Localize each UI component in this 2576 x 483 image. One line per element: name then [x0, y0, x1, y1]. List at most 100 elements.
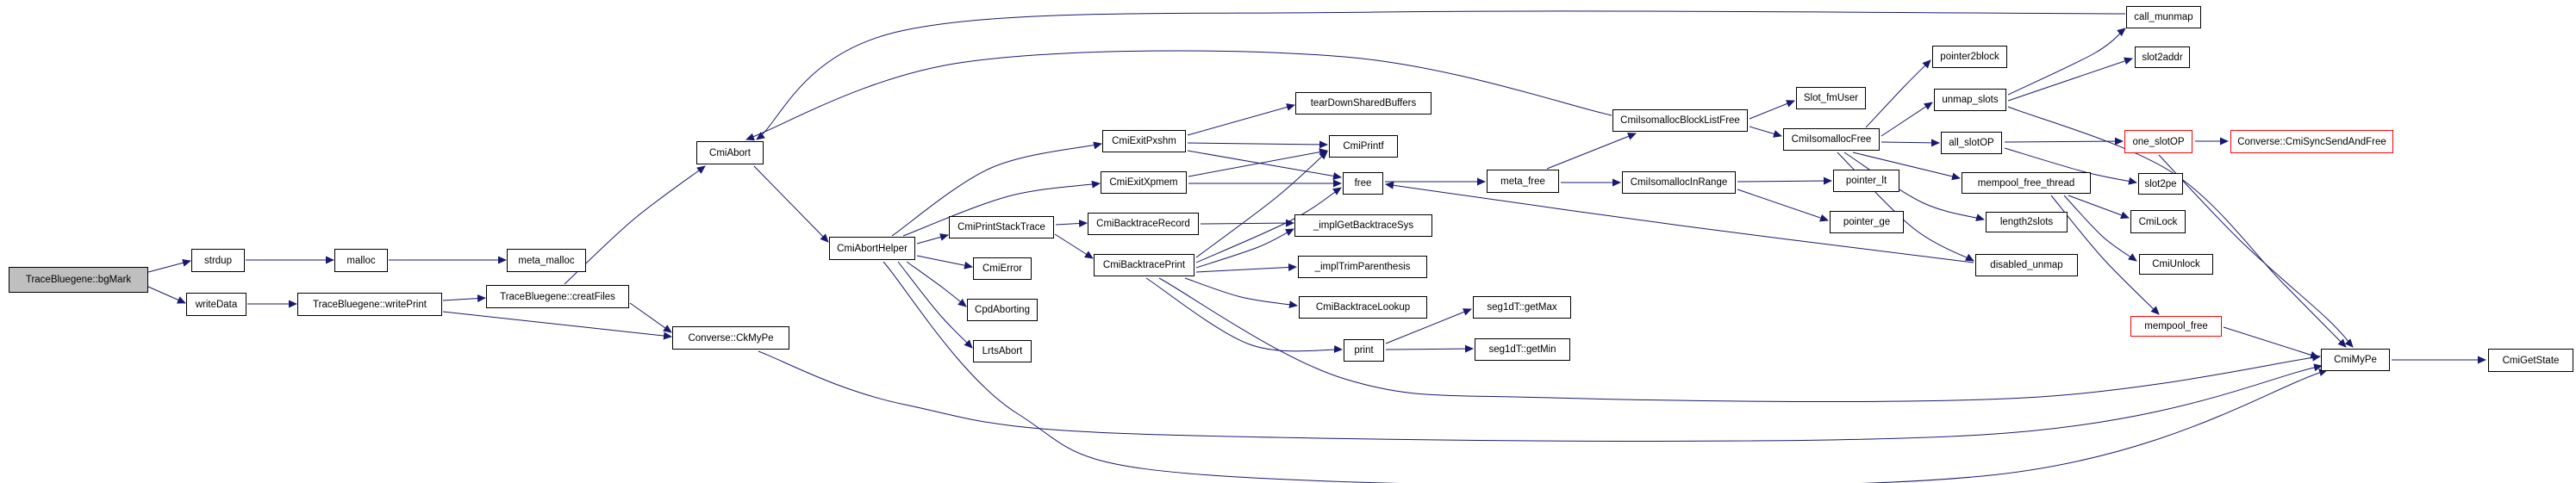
edge-printStackTrace-btPrint — [1054, 233, 1094, 259]
node-malloc[interactable]: malloc — [334, 249, 388, 272]
node-cpdAborting[interactable]: CpdAborting — [967, 299, 1038, 321]
edge-ckMyPe-cmiMyPe — [758, 350, 2323, 442]
node-label: strdup — [204, 255, 232, 266]
node-label: free — [1354, 178, 1372, 189]
node-label: call_munmap — [2134, 12, 2193, 22]
node-length2slots[interactable]: length2slots — [1986, 212, 2068, 232]
node-exitXpmem[interactable]: CmiExitXpmem — [1101, 171, 1187, 194]
node-mempoolFree[interactable]: mempool_free — [2130, 316, 2222, 337]
node-implGetSys[interactable]: _implGetBacktraceSys — [1294, 214, 1432, 237]
edge-mempoolFree-cmiMyPe — [2223, 326, 2319, 359]
node-callMunmap[interactable]: call_munmap — [2126, 6, 2201, 28]
node-strdup[interactable]: strdup — [191, 249, 245, 272]
node-printStackTrace[interactable]: CmiPrintStackTrace — [949, 216, 1054, 238]
edge-exitPxshm-cmiPrintf — [1187, 140, 1328, 149]
node-getMin[interactable]: seg1dT::getMin — [1475, 338, 1570, 361]
node-bgMark[interactable]: TraceBluegene::bgMark — [9, 267, 148, 293]
node-label: disabled_unmap — [1990, 260, 2063, 270]
node-pointer2block[interactable]: pointer2block — [1932, 46, 2007, 68]
node-cmiLock[interactable]: CmiLock — [2130, 210, 2186, 233]
node-metaMalloc[interactable]: meta_malloc — [507, 249, 586, 272]
node-label: CmiAbortHelper — [837, 243, 908, 254]
node-pointerLt[interactable]: pointer_lt — [1833, 170, 1899, 192]
node-exitPxshm[interactable]: CmiExitPxshm — [1102, 130, 1186, 152]
edge-abortHelper-exitPxshm — [891, 141, 1102, 237]
edge-abortHelper-cpdAborting — [906, 261, 967, 307]
node-cmiMyPe[interactable]: CmiMyPe — [2321, 349, 2390, 371]
edge-btPrint-free — [1195, 187, 1342, 263]
edge-btPrint-print — [1145, 277, 1343, 353]
node-label: _implTrimParenthesis — [1314, 262, 1411, 272]
node-label: CmiLock — [2138, 216, 2178, 227]
node-btPrint[interactable]: CmiBacktracePrint — [1094, 254, 1194, 276]
node-print[interactable]: print — [1344, 339, 1384, 362]
node-cmiUnlock[interactable]: CmiUnlock — [2139, 254, 2213, 275]
edge-inRange-pointerGe — [1737, 189, 1829, 222]
node-cmiError[interactable]: CmiError — [973, 257, 1032, 280]
node-implTrim[interactable]: _implTrimParenthesis — [1298, 256, 1427, 278]
node-slotFmUser[interactable]: Slot_fmUser — [1796, 87, 1866, 109]
node-label: _implGetBacktraceSys — [1313, 220, 1414, 231]
node-cmiGetState[interactable]: CmiGetState — [2488, 349, 2573, 372]
node-oneSlotOP[interactable]: one_slotOP — [2124, 130, 2192, 153]
edge-blockListFree-cmiAbort — [745, 50, 1612, 141]
node-free[interactable]: free — [1343, 172, 1383, 195]
node-isomallocFree[interactable]: CmiIsomallocFree — [1783, 128, 1880, 151]
node-label: meta_free — [1500, 176, 1545, 187]
node-label: pointer_ge — [1843, 217, 1891, 227]
edge-abortHelper-cmiError — [916, 255, 973, 269]
node-tearDown[interactable]: tearDownSharedBuffers — [1295, 92, 1431, 115]
node-btLookup[interactable]: CmiBacktraceLookup — [1299, 296, 1427, 319]
edge-inRange-pointerLt — [1737, 176, 1832, 185]
node-label: CmiIsomallocInRange — [1630, 177, 1728, 188]
node-disabledUnmap[interactable]: disabled_unmap — [1975, 254, 2078, 276]
node-label: CmiIsomallocBlockListFree — [1620, 115, 1740, 126]
node-mfThread[interactable]: mempool_free_thread — [1962, 172, 2091, 194]
edge-unmapSlots-callMunmap — [2007, 28, 2126, 96]
node-pointerGe[interactable]: pointer_ge — [1830, 211, 1904, 233]
edge-disabledUnmap-free — [1385, 181, 1974, 263]
node-cmiPrintf[interactable]: CmiPrintf — [1329, 135, 1398, 158]
edge-btPrint-btLookup — [1184, 277, 1298, 309]
node-label: seg1dT::getMin — [1488, 344, 1556, 355]
node-slot2addr[interactable]: slot2addr — [2135, 46, 2190, 68]
node-label: LrtsAbort — [982, 346, 1023, 356]
node-inRange[interactable]: CmiIsomallocInRange — [1622, 171, 1736, 194]
node-label: unmap_slots — [1942, 95, 1999, 105]
node-btRecord[interactable]: CmiBacktraceRecord — [1088, 213, 1199, 235]
node-ckMyPe[interactable]: Converse::CkMyPe — [672, 326, 789, 350]
edge-isomallocFree-allSlotOP — [1881, 139, 1940, 147]
node-lrtsAbort[interactable]: LrtsAbort — [973, 340, 1032, 362]
edge-writePrint-creatFiles — [442, 294, 486, 303]
node-blockListFree[interactable]: CmiIsomallocBlockListFree — [1612, 109, 1748, 132]
edge-allSlotOP-oneSlotOP — [2004, 137, 2124, 146]
node-syncSendFree[interactable]: Converse::CmiSyncSendAndFree — [2230, 130, 2393, 153]
node-getMax[interactable]: seg1dT::getMax — [1473, 296, 1571, 319]
node-label: Slot_fmUser — [1803, 93, 1859, 103]
edge-btRecord-implGetSys — [1200, 219, 1294, 227]
node-writeData[interactable]: writeData — [186, 293, 246, 316]
node-abortHelper[interactable]: CmiAbortHelper — [829, 237, 915, 260]
edge-btPrint-cmiPrintf — [1195, 151, 1328, 258]
node-creatFiles[interactable]: TraceBluegene::creatFiles — [486, 285, 629, 308]
edge-abortHelper-lrtsAbort — [897, 261, 973, 349]
node-label: pointer2block — [1940, 52, 1999, 62]
node-label: length2slots — [1999, 217, 2054, 227]
node-label: TraceBluegene::creatFiles — [500, 291, 615, 302]
node-writePrint[interactable]: TraceBluegene::writePrint — [297, 293, 442, 316]
node-label: TraceBluegene::bgMark — [25, 275, 132, 285]
node-slot2pe[interactable]: slot2pe — [2138, 173, 2183, 195]
node-label: CmiPrintStackTrace — [957, 222, 1045, 232]
edge-isomallocFree-pointer2block — [1865, 59, 1931, 128]
node-metaFree[interactable]: meta_free — [1487, 170, 1559, 193]
node-cmiAbort[interactable]: CmiAbort — [696, 141, 764, 164]
edge-creatFiles-ckMyPe — [629, 302, 672, 333]
edge-allSlotOP-slot2pe — [2004, 147, 2137, 185]
node-label: seg1dT::getMax — [1487, 302, 1557, 313]
node-unmapSlots[interactable]: unmap_slots — [1934, 89, 2006, 111]
node-label: CmiPrintf — [1343, 141, 1384, 152]
node-allSlotOP[interactable]: all_slotOP — [1941, 132, 2002, 154]
edge-printStackTrace-btRecord — [1055, 220, 1088, 227]
